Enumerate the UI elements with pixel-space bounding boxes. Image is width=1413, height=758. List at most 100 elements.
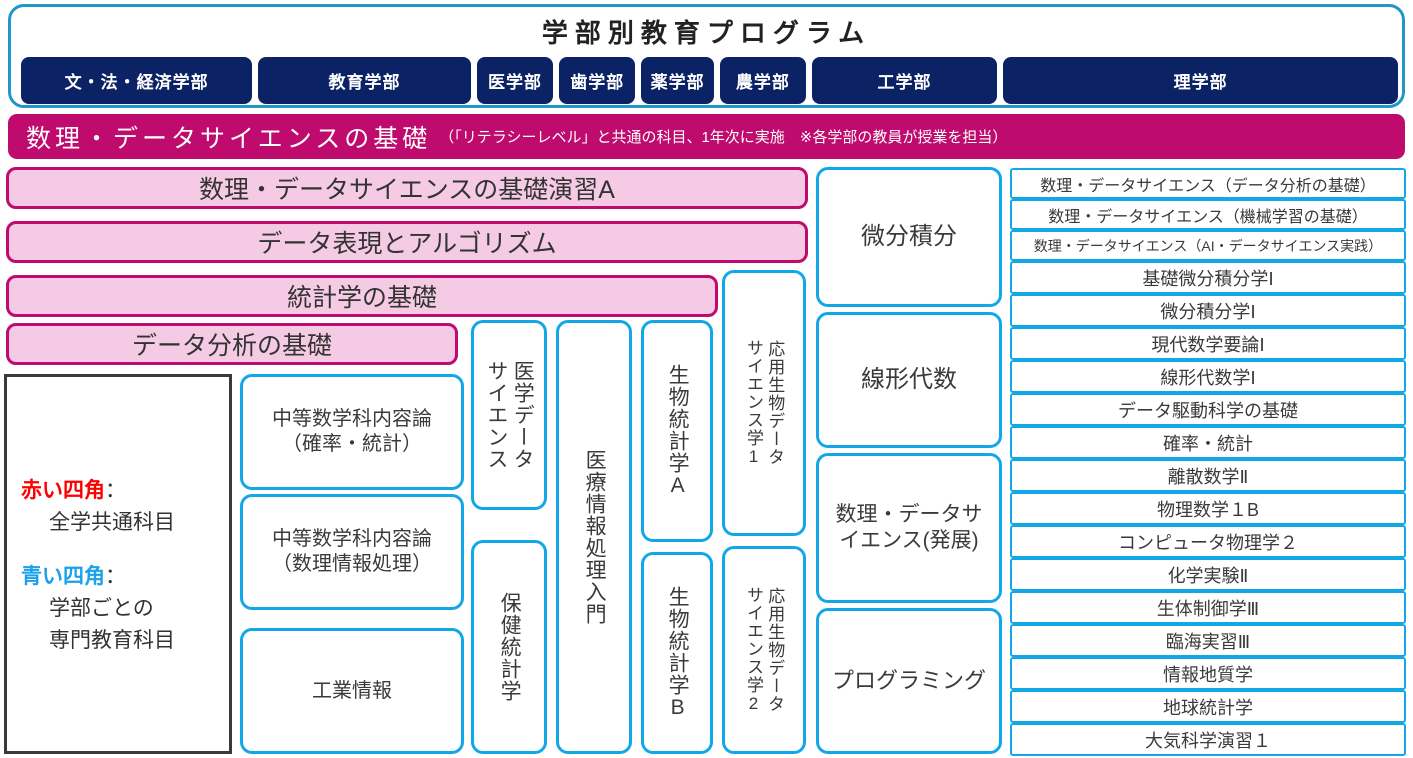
vertical-course-3[interactable]: 生物統計学A (641, 320, 713, 542)
science-course-label: 微分積分学Ⅰ (1160, 301, 1256, 322)
page-title: 学部別教育プログラム (541, 18, 872, 48)
engineering-course-0[interactable]: 微分積分 (816, 167, 1002, 307)
faculty-button-5[interactable]: 農学部 (719, 57, 806, 104)
legend-blue-key: 青い四角 (21, 565, 105, 588)
science-course-label: 地球統計学 (1163, 697, 1253, 718)
science-course-0[interactable]: 数理・データサイエンス（データ分析の基礎） (1010, 168, 1406, 199)
science-course-7[interactable]: データ駆動科学の基礎 (1010, 393, 1406, 426)
vertical-course-6[interactable]: 応用生物データサイエンス学2 (722, 546, 806, 754)
science-course-10[interactable]: 物理数学１B (1010, 492, 1406, 525)
science-course-label: 物理数学１B (1156, 499, 1259, 520)
engineering-course-1[interactable]: 線形代数 (816, 312, 1002, 448)
faculty-button-2[interactable]: 医学部 (476, 57, 554, 104)
education-course-0[interactable]: 中等数学科内容論（確率・統計） (240, 374, 464, 490)
science-course-label: 基礎微分積分学Ⅰ (1142, 268, 1274, 289)
engineering-course-2[interactable]: 数理・データサイエンス(発展) (816, 453, 1002, 603)
science-course-12[interactable]: 化学実験Ⅱ (1010, 558, 1406, 591)
faculty-button-7[interactable]: 理学部 (1003, 57, 1398, 104)
education-course-label: 工業情報 (312, 679, 392, 702)
science-course-label: 現代数学要論Ⅰ (1151, 334, 1265, 355)
legend-red-value: 全学共通科目 (49, 511, 175, 534)
faculty-button-label: 教育学部 (328, 73, 401, 92)
faculty-button-label: 薬学部 (650, 73, 705, 92)
foundation-banner: 数理・データサイエンスの基礎 （「リテラシーレベル」と共通の科目、1年次に実施 … (8, 114, 1405, 159)
vertical-course-0[interactable]: 医学データサイエンス (471, 320, 547, 510)
science-course-14[interactable]: 臨海実習Ⅲ (1010, 624, 1406, 657)
education-course-label: 中等数学科内容論（数理情報処理） (272, 528, 432, 575)
legend-blue-value-line-1: 学部ごとの (49, 597, 154, 620)
faculty-button-6[interactable]: 工学部 (811, 57, 998, 104)
common-course-label: 統計学の基礎 (286, 284, 437, 312)
common-course-0[interactable]: 数理・データサイエンスの基礎演習A (6, 167, 808, 209)
science-course-16[interactable]: 地球統計学 (1010, 690, 1406, 723)
science-course-17[interactable]: 大気科学演習１ (1010, 723, 1406, 756)
science-course-13[interactable]: 生体制御学Ⅲ (1010, 591, 1406, 624)
faculty-button-0[interactable]: 文・法・経済学部 (21, 57, 253, 104)
legend-spacer (21, 537, 229, 559)
science-course-label: 生体制御学Ⅲ (1156, 598, 1260, 619)
science-course-label: 線形代数学Ⅰ (1160, 367, 1256, 388)
engineering-course-label: 微分積分 (861, 223, 957, 250)
science-course-2[interactable]: 数理・データサイエンス（AI・データサイエンス実践） (1010, 230, 1406, 261)
science-course-6[interactable]: 線形代数学Ⅰ (1010, 360, 1406, 393)
faculty-button-1[interactable]: 教育学部 (258, 57, 471, 104)
faculty-button-label: 工学部 (877, 73, 932, 92)
education-course-1[interactable]: 中等数学科内容論（数理情報処理） (240, 494, 464, 610)
legend-blue-line: 青い四角： (21, 560, 229, 590)
science-course-3[interactable]: 基礎微分積分学Ⅰ (1010, 261, 1406, 294)
legend-red-sep: ： (105, 479, 126, 502)
vertical-course-label: 応用生物データサイエンス学1 (744, 339, 785, 467)
vertical-course-1[interactable]: 保健統計学 (471, 540, 547, 754)
vertical-course-label: 医療情報処理入門 (583, 449, 607, 625)
vertical-course-2[interactable]: 医療情報処理入門 (556, 320, 632, 754)
vertical-course-label: 医学データサイエンス (485, 360, 535, 470)
science-course-label: データ駆動科学の基礎 (1118, 400, 1298, 421)
vertical-course-label: 応用生物データサイエンス学2 (744, 586, 785, 714)
legend-blue-sep: ： (105, 565, 126, 588)
engineering-course-3[interactable]: プログラミング (816, 608, 1002, 754)
common-course-label: 数理・データサイエンスの基礎演習A (199, 176, 615, 204)
science-course-5[interactable]: 現代数学要論Ⅰ (1010, 327, 1406, 360)
vertical-course-5[interactable]: 応用生物データサイエンス学1 (722, 270, 806, 536)
vertical-course-label: 生物統計学A (666, 364, 690, 498)
science-course-label: 数理・データサイエンス（データ分析の基礎） (1040, 177, 1376, 195)
faculty-button-label: 農学部 (735, 73, 790, 92)
common-course-label: データ表現とアルゴリズム (257, 230, 557, 258)
banner-subtitle: （「リテラシーレベル」と共通の科目、1年次に実施 ※各学部の教員が授業を担当） (439, 129, 1008, 146)
science-course-label: 化学実験Ⅱ (1167, 565, 1249, 586)
header-panel: 学部別教育プログラム 文・法・経済学部 教育学部 医学部 歯学部 薬学部 農学部 工学部 理学… (8, 4, 1405, 108)
engineering-course-label: プログラミング (831, 668, 986, 694)
faculty-button-label: 医学部 (488, 73, 543, 92)
faculty-button-row: 文・法・経済学部 教育学部 医学部 歯学部 薬学部 農学部 工学部 理学部 (21, 57, 1398, 104)
faculty-button-4[interactable]: 薬学部 (641, 57, 714, 104)
science-course-4[interactable]: 微分積分学Ⅰ (1010, 294, 1406, 327)
science-course-9[interactable]: 離散数学Ⅱ (1010, 459, 1406, 492)
science-course-label: 数理・データサイエンス（機械学習の基礎） (1048, 208, 1368, 226)
common-course-3[interactable]: データ分析の基礎 (6, 323, 458, 365)
science-course-label: 数理・データサイエンス（AI・データサイエンス実践） (1033, 237, 1383, 254)
legend-blue-value-line-2: 専門教育科目 (49, 629, 175, 652)
common-course-1[interactable]: データ表現とアルゴリズム (6, 221, 808, 263)
science-course-8[interactable]: 確率・統計 (1010, 426, 1406, 459)
common-course-2[interactable]: 統計学の基礎 (6, 275, 718, 317)
science-course-label: 確率・統計 (1163, 433, 1253, 454)
science-course-label: 離散数学Ⅱ (1167, 466, 1249, 487)
science-course-label: 臨海実習Ⅲ (1165, 631, 1251, 652)
science-course-label: 大気科学演習１ (1145, 730, 1271, 751)
education-course-label: 中等数学科内容論（確率・統計） (272, 408, 432, 455)
faculty-button-label: 歯学部 (570, 73, 625, 92)
science-course-1[interactable]: 数理・データサイエンス（機械学習の基礎） (1010, 199, 1406, 230)
faculty-button-label: 文・法・経済学部 (64, 73, 209, 92)
science-course-15[interactable]: 情報地質学 (1010, 657, 1406, 690)
vertical-course-label: 生物統計学B (666, 586, 690, 720)
faculty-button-3[interactable]: 歯学部 (559, 57, 636, 104)
engineering-course-label: 線形代数 (861, 366, 957, 393)
science-course-11[interactable]: コンピュータ物理学２ (1010, 525, 1406, 558)
common-course-label: データ分析の基礎 (131, 332, 332, 360)
engineering-course-label: 数理・データサイエンス(発展) (835, 502, 983, 552)
legend-red-line: 赤い四角： (21, 474, 229, 504)
education-course-2[interactable]: 工業情報 (240, 628, 464, 754)
banner-title: 数理・データサイエンスの基礎 (26, 124, 432, 153)
vertical-course-4[interactable]: 生物統計学B (641, 552, 713, 754)
